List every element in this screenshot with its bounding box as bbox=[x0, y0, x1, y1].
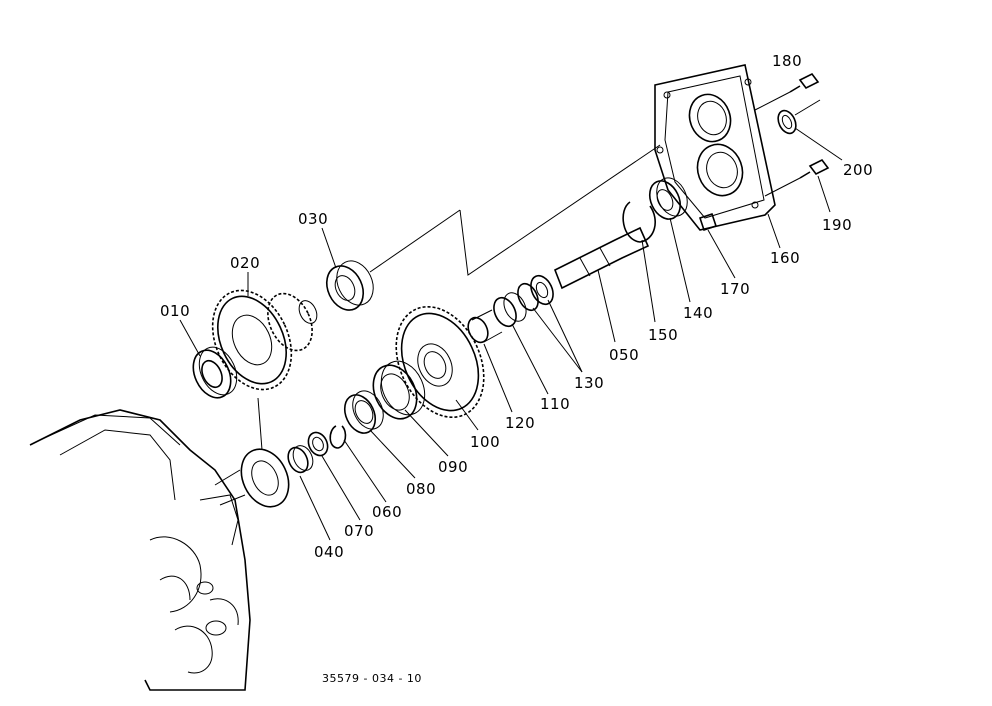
callout-200: 200 bbox=[843, 161, 873, 179]
callout-030: 030 bbox=[298, 210, 328, 228]
callout-040: 040 bbox=[314, 543, 344, 561]
part-200-washer bbox=[777, 99, 821, 135]
drawing-reference-number: 35579 - 034 - 10 bbox=[322, 672, 422, 685]
part-030-bearing bbox=[325, 209, 461, 311]
callout-120: 120 bbox=[505, 414, 535, 432]
part-160-cover bbox=[654, 64, 776, 231]
callout-080: 080 bbox=[406, 480, 436, 498]
callout-050: 050 bbox=[609, 346, 639, 364]
leader-lines bbox=[179, 127, 843, 541]
callout-100: 100 bbox=[470, 433, 500, 451]
part-190-bolt bbox=[764, 158, 830, 197]
part-180-bolt bbox=[754, 72, 820, 111]
part-050-shaft bbox=[553, 226, 650, 290]
callout-010: 010 bbox=[160, 302, 190, 320]
callout-070: 070 bbox=[344, 522, 374, 540]
callout-130: 130 bbox=[574, 374, 604, 392]
case-shaft-gear bbox=[214, 397, 290, 508]
part-100-gear bbox=[395, 305, 485, 419]
part-140-bearing bbox=[648, 177, 688, 220]
transmission-case bbox=[29, 409, 251, 691]
callout-160: 160 bbox=[770, 249, 800, 267]
part-070-washer bbox=[307, 431, 329, 457]
callout-090: 090 bbox=[438, 458, 468, 476]
assembly-line-upper bbox=[459, 144, 661, 276]
callout-020: 020 bbox=[230, 254, 260, 272]
part-080-needle-bearing bbox=[343, 390, 384, 434]
part-150-snap-ring bbox=[622, 201, 656, 243]
part-120-collar bbox=[467, 309, 503, 344]
callout-110: 110 bbox=[540, 395, 570, 413]
callout-140: 140 bbox=[683, 304, 713, 322]
callout-labels: 010 020 030 040 070 060 080 090 100 120 … bbox=[160, 52, 873, 561]
part-090-collar bbox=[372, 360, 426, 420]
part-040-needle-bearing bbox=[287, 445, 314, 474]
callout-060: 060 bbox=[372, 503, 402, 521]
part-110-needle-bearing bbox=[493, 292, 527, 328]
callout-150: 150 bbox=[648, 326, 678, 344]
part-130-rings bbox=[517, 274, 554, 312]
callout-180: 180 bbox=[772, 52, 802, 70]
callout-190: 190 bbox=[822, 216, 852, 234]
part-010-bearing bbox=[192, 346, 238, 399]
part-060-snap-ring bbox=[329, 425, 347, 449]
callout-170: 170 bbox=[720, 280, 750, 298]
part-020-gear bbox=[211, 289, 318, 391]
